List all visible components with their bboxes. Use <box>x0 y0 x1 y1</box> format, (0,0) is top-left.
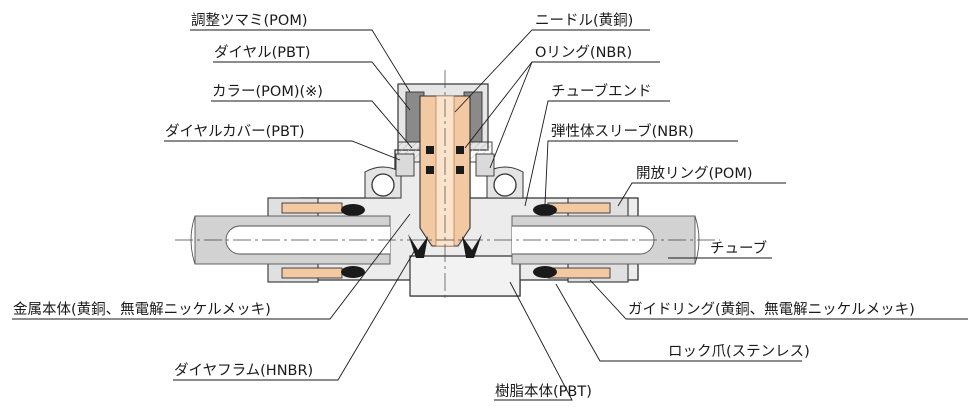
leader-lines <box>12 29 968 401</box>
label-guide-ring: ガイドリング(黄銅、無電解ニッケルメッキ) <box>628 301 915 318</box>
label-collar: カラー(POM)(※) <box>212 84 323 100</box>
label-tube-end: チューブエンド <box>551 82 652 100</box>
label-diaphragm: ダイヤフラム(HNBR) <box>174 362 313 379</box>
label-resin-body: 樹脂本体(PBT) <box>495 383 592 400</box>
diaphragm <box>408 234 482 258</box>
label-tube: チューブ <box>710 239 767 257</box>
left-fitting-end <box>267 197 365 283</box>
right-fitting-end <box>533 197 629 283</box>
label-sleeve: 弾性体スリーブ(NBR) <box>551 122 694 140</box>
label-release-ring: 開放リング(POM) <box>636 165 752 182</box>
label-lock-claw: ロック爪(ステンレス) <box>668 343 810 360</box>
label-dial: ダイヤル(PBT) <box>214 44 310 61</box>
label-metal-body: 金属本体(黄銅、無電解ニッケルメッキ) <box>13 301 271 318</box>
label-dial-cover: ダイヤルカバー(PBT) <box>165 123 305 140</box>
label-needle: ニードル(黄銅) <box>535 12 633 29</box>
label-o-ring: Oリング(NBR) <box>535 44 632 61</box>
label-knob: 調整ツマミ(POM) <box>191 12 307 29</box>
